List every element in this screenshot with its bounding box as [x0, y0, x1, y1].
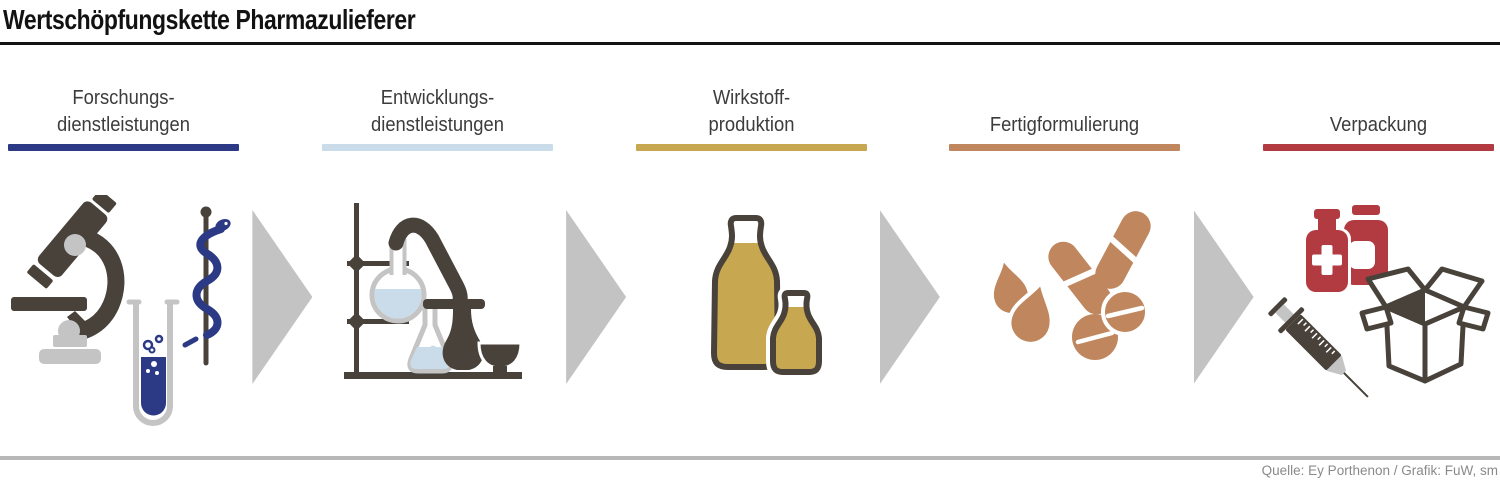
flow-arrow-icon — [1193, 210, 1254, 384]
tablets-icon — [1071, 288, 1149, 360]
drops-icon — [993, 262, 1054, 346]
value-chain: Forschungs- dienstleistungen — [8, 83, 1494, 445]
footer-rule — [0, 456, 1500, 460]
stage-label: Forschungs- dienstleistungen — [17, 83, 230, 139]
stage-color-bar — [8, 144, 239, 151]
flow-arrow-icon — [252, 210, 313, 384]
syringe-icon — [1267, 297, 1369, 398]
stage-label: Entwicklungs- dienstleistungen — [331, 83, 544, 139]
stage-development: Entwicklungs- dienstleistungen — [321, 83, 553, 445]
stage-research: Forschungs- dienstleistungen — [8, 83, 239, 445]
stage-label-line1: Entwicklungs- — [380, 87, 495, 109]
microscope-icon — [10, 195, 124, 364]
erlenmeyer-flask-icon — [407, 308, 453, 374]
source-credit: Quelle: Ey Porthenon / Grafik: FuW, sm — [1261, 463, 1498, 478]
stage-label-line1 — [958, 85, 1171, 112]
stage-color-bar — [635, 144, 867, 151]
test-tube-icon — [126, 299, 179, 426]
stage-label: Wirkstoff- produktion — [645, 83, 858, 139]
medicine-bottles-icon — [1304, 205, 1388, 294]
open-box-icon — [1359, 266, 1490, 384]
stage-label-line1: Forschungs- — [72, 87, 175, 109]
stage-color-bar — [949, 144, 1181, 151]
stage-formulation: Fertigformulierung — [949, 83, 1181, 445]
lab-stand-icon — [344, 203, 523, 379]
page-title: Wertschöpfungskette Pharmazulieferer — [3, 4, 416, 35]
stage-packaging: Verpackung — [1263, 83, 1494, 445]
small-bottle-icon — [766, 286, 826, 379]
stage-label-line2: dienstleistungen — [57, 114, 190, 136]
stage-label-line1 — [1272, 85, 1485, 112]
stage-label-line2: produktion — [708, 114, 794, 136]
stage-api-production: Wirkstoff- produktion — [635, 83, 867, 445]
stage-label-line2: dienstleistungen — [370, 114, 504, 136]
stage-label-line2: Verpackung — [1329, 114, 1428, 136]
capsules-icon — [1048, 211, 1151, 315]
round-flask-icon — [369, 239, 427, 324]
stage-color-bar — [1263, 144, 1494, 151]
stage-color-bar — [321, 144, 553, 151]
flow-arrow-icon — [879, 210, 940, 384]
stage-label: Fertigformulierung — [958, 83, 1171, 139]
asclepius-staff-icon — [182, 206, 231, 366]
flow-arrow-icon — [566, 210, 627, 384]
title-rule — [0, 42, 1500, 45]
mortar-icon — [477, 341, 523, 372]
condenser-icon — [388, 217, 486, 370]
stage-label-line2: Fertigformulierung — [990, 114, 1140, 136]
stage-label: Verpackung — [1272, 83, 1485, 139]
stage-label-line1: Wirkstoff- — [712, 87, 790, 109]
